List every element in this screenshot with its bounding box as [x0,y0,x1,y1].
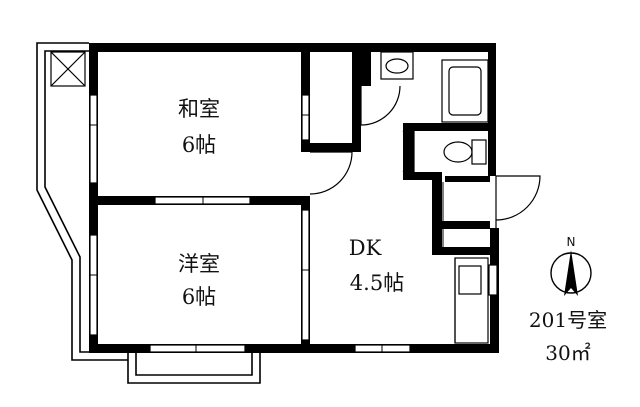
room-youshitsu-size: 6帖 [182,285,216,309]
room-washitsu-name: 和室 [178,97,220,121]
room-washitsu-size: 6帖 [182,133,216,157]
unit-number: 201号室 [529,308,607,332]
room-dk-size: 4.5帖 [350,271,404,295]
interior-walls [89,52,490,353]
balcony [36,42,128,361]
north-arrow-icon: N [550,235,592,296]
room-dk-name: DK [349,236,382,260]
unit-area: 30㎡ [545,341,590,365]
window-marks [90,114,383,352]
room-youshitsu-name: 洋室 [178,252,220,276]
washbasin-icon [380,51,414,80]
balcony-hatch-icon [50,51,86,87]
door-swings [309,85,541,228]
bathtub-icon [441,59,489,123]
toilet-icon [443,139,487,165]
bottom-balcony [127,352,261,384]
compass-label: N [567,235,576,249]
kitchen-sink-icon [454,257,489,344]
